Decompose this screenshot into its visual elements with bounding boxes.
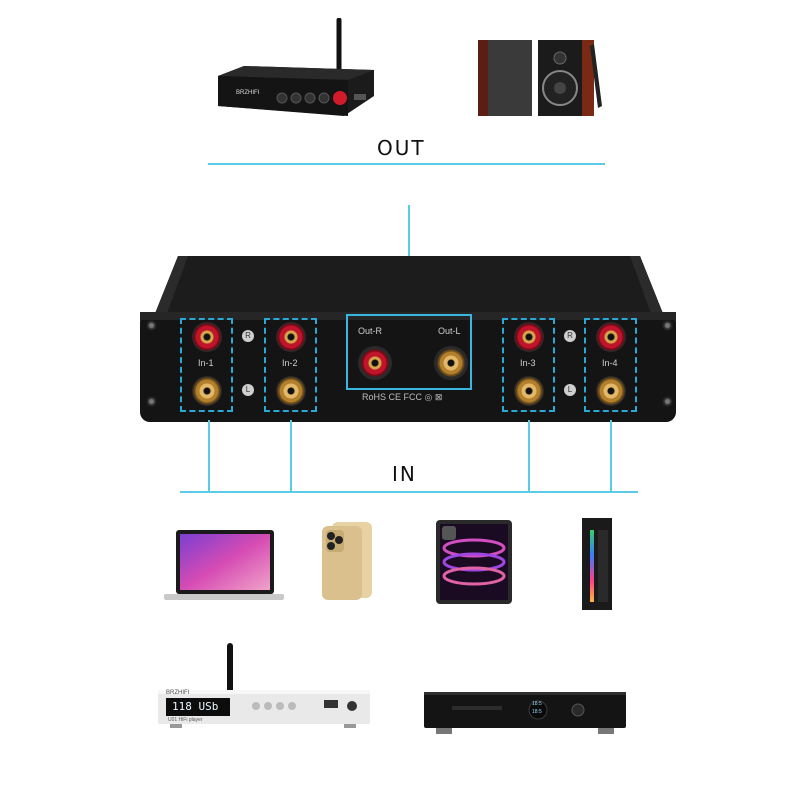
laptop-source xyxy=(162,526,286,604)
output-label-right: Out-R xyxy=(358,326,383,336)
input-group-1 xyxy=(180,318,233,412)
usb-player-source: BRZHIFI 118 USb U01 HiFi player xyxy=(156,642,374,730)
bluetooth-receiver-out: BRZHIFI xyxy=(214,17,376,120)
output-group xyxy=(346,314,472,390)
rca-jack-out-right[interactable] xyxy=(358,346,392,380)
rca-jack-in4-left[interactable] xyxy=(596,376,626,406)
usb-player-illustration xyxy=(158,643,370,728)
in-divider xyxy=(180,491,638,493)
input-label-2: In-2 xyxy=(282,358,298,368)
rca-jack-in1-right[interactable] xyxy=(192,322,222,352)
in1-connector-line xyxy=(208,420,210,492)
screw-icon xyxy=(146,396,157,407)
input-label-4: In-4 xyxy=(602,358,618,368)
right-channel-mark: R xyxy=(242,330,254,342)
input-label-3: In-3 xyxy=(520,358,536,368)
tablet-illustration xyxy=(436,520,512,604)
left-channel-mark: L xyxy=(242,384,254,396)
player-model: U01 HiFi player xyxy=(168,717,203,723)
rca-jack-in2-right[interactable] xyxy=(276,322,306,352)
receiver-illustration xyxy=(218,17,374,116)
cd-player-source: 18:5 18:5 xyxy=(422,688,628,738)
player-display: 118 USb xyxy=(172,700,219,713)
in3-connector-line xyxy=(528,420,530,492)
desktop-pc-source xyxy=(580,516,614,612)
screw-icon xyxy=(662,396,673,407)
input-label-1: In-1 xyxy=(198,358,214,368)
input-group-2 xyxy=(264,318,317,412)
player-brand: BRZHIFI xyxy=(166,690,190,696)
bookshelf-speakers-out xyxy=(474,36,606,120)
output-label-left: Out-L xyxy=(438,326,461,336)
left-channel-mark: L xyxy=(564,384,576,396)
cd-player-illustration xyxy=(424,692,626,734)
screw-icon xyxy=(146,320,157,331)
out-divider xyxy=(208,163,605,165)
rca-jack-in1-left[interactable] xyxy=(192,376,222,406)
right-channel-mark: R xyxy=(564,330,576,342)
pc-tower-illustration xyxy=(582,518,612,610)
out-heading: OUT xyxy=(377,136,426,160)
laptop-illustration xyxy=(164,530,284,600)
speakers-illustration xyxy=(478,40,602,116)
receiver-brand: BRZHIFI xyxy=(236,90,260,96)
cd-sub-display: 18:5 xyxy=(532,709,542,715)
input-group-4 xyxy=(584,318,637,412)
in2-connector-line xyxy=(290,420,292,492)
input-group-3 xyxy=(502,318,555,412)
rca-jack-in2-left[interactable] xyxy=(276,376,306,406)
in-heading: IN xyxy=(392,462,417,486)
rca-jack-out-left[interactable] xyxy=(434,346,468,380)
rca-jack-in3-left[interactable] xyxy=(514,376,544,406)
certification-marks: RoHS CE FCC ◎ ⊠ xyxy=(362,392,443,402)
screw-icon xyxy=(662,320,673,331)
cd-display: 18:5 xyxy=(532,701,542,707)
phone-illustration xyxy=(322,522,372,600)
smartphone-source xyxy=(318,518,376,602)
rca-jack-in4-right[interactable] xyxy=(596,322,626,352)
tablet-source xyxy=(434,518,514,606)
rca-jack-in3-right[interactable] xyxy=(514,322,544,352)
in4-connector-line xyxy=(610,420,612,492)
